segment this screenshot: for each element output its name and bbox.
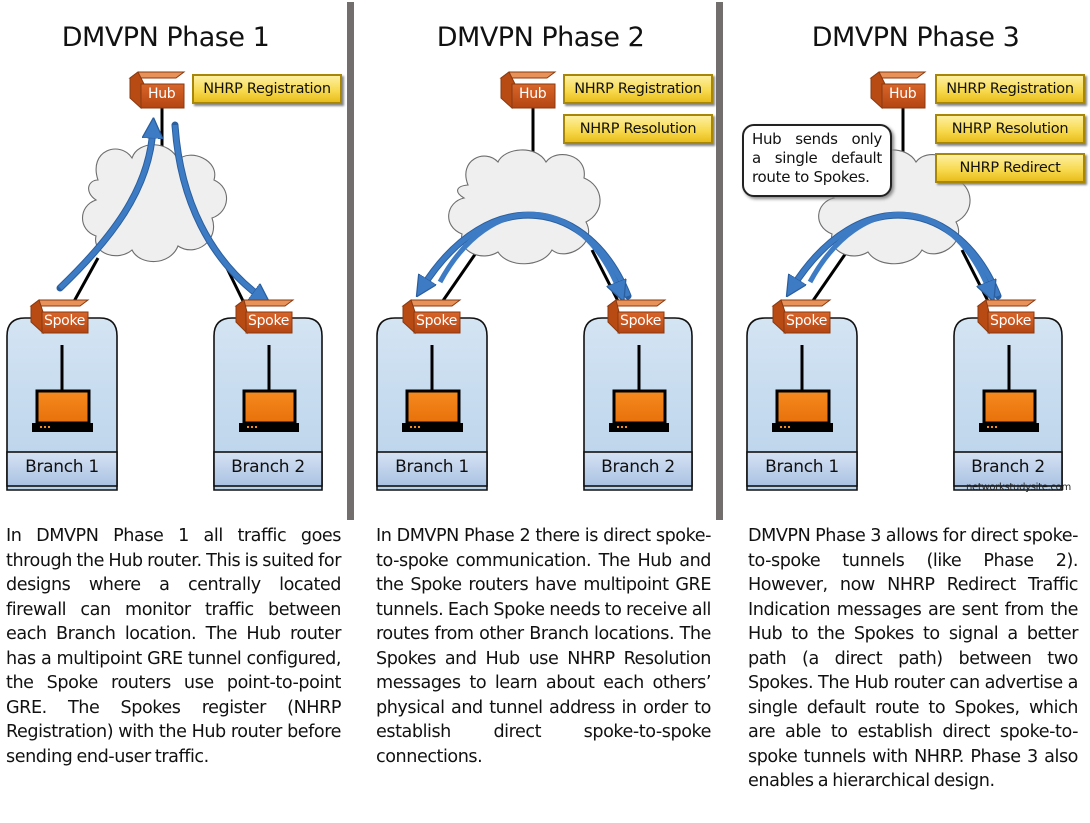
branch-2-site [213,317,323,491]
phase-title: DMVPN Phase 2 [436,22,645,53]
branch-1-site [6,317,118,491]
nhrp-resolution-box: NHRP Resolution [935,114,1085,144]
spoke-label: Spoke [416,313,458,329]
nhrp-resolution-box: NHRP Resolution [563,114,713,144]
phase-1-diagram [6,71,323,491]
spoke-router-icon [771,299,832,335]
hub-router-icon [499,71,557,109]
spoke-label: Spoke [248,313,290,329]
phase-3-diagram [746,71,1063,491]
spoke-router-icon [401,299,462,335]
phase-title: DMVPN Phase 3 [811,22,1020,53]
callout-line: route to Spokes. [752,168,870,186]
wan-cloud-icon [448,149,601,265]
branch-label: Branch 2 [971,457,1045,477]
spoke-label: Spoke [44,313,86,329]
branch-label: Branch 2 [601,457,675,477]
spoke-router-icon [606,299,667,335]
branch-2-site [953,317,1063,491]
phase-1-panel: DMVPN Phase 1 [0,0,355,823]
hub-label: Hub [148,86,176,102]
branch-label: Branch 1 [395,457,469,477]
spoke-router-icon [234,299,295,335]
callout-line: a single default [752,149,882,167]
spoke-label: Spoke [990,313,1032,329]
phase-title: DMVPN Phase 1 [61,22,270,53]
branch-1-site [746,317,858,491]
computer-icon [402,389,463,432]
callout-line: Hub sends only [752,130,882,148]
nhrp-redirect-box: NHRP Redirect [935,153,1085,183]
panel-divider [347,2,354,520]
phase-description: In DMVPN Phase 1 all traffic goes throug… [6,526,341,767]
spoke-router-icon [29,299,90,335]
phase-2-panel: DMVPN Phase 2 [370,0,725,823]
branch-label: Branch 1 [25,457,99,477]
computer-icon [239,389,299,432]
phase-2-diagram [376,71,693,491]
branch-2-site [583,317,693,491]
branch-label: Branch 1 [765,457,839,477]
nhrp-registration-box: NHRP Registration [563,74,713,104]
hub-label: Hub [889,86,917,102]
panel-divider [716,2,723,520]
computer-icon [979,389,1039,432]
watermark: networkstudysite.com [966,482,1071,493]
spoke-label: Spoke [620,313,662,329]
phase-3-panel: DMVPN Phase 3 [740,0,1090,823]
phase-description: In DMVPN Phase 2 there is direct spoke-t… [376,526,711,767]
nhrp-registration-box: NHRP Registration [192,74,342,104]
computer-icon [772,389,833,432]
computer-icon [609,389,669,432]
nhrp-registration-box: NHRP Registration [935,74,1085,104]
computer-icon [32,389,93,432]
phase-description: DMVPN Phase 3 allows for direct spoke-to… [748,526,1078,791]
spoke1-link-line [70,257,100,306]
hub-router-icon [128,71,186,109]
spoke-router-icon [976,299,1037,335]
branch-1-site [376,317,488,491]
branch-label: Branch 2 [231,457,305,477]
spoke-label: Spoke [786,313,828,329]
default-route-callout: Hub sends only a single default route to… [742,124,892,197]
hub-router-icon [869,71,927,109]
hub-label: Hub [519,86,547,102]
